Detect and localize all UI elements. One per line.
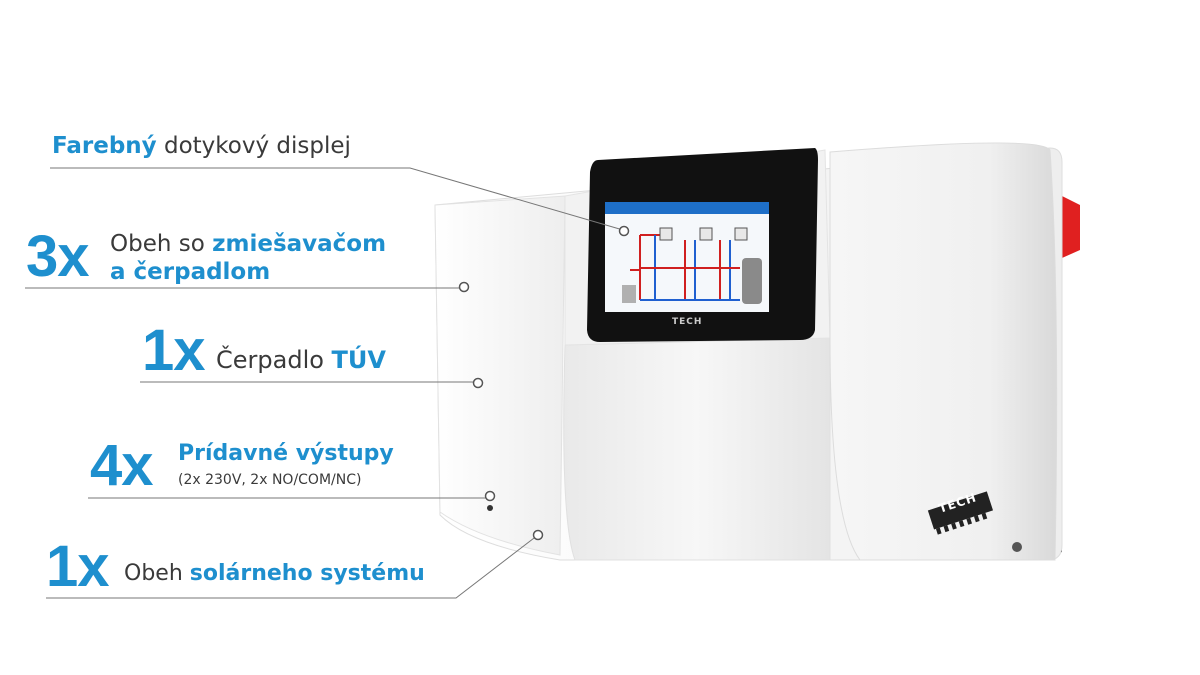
body-logo-plate [927, 491, 994, 535]
callout-solar-count: 1x [46, 534, 110, 599]
screw-right [1012, 542, 1022, 552]
callout-display-rest: dotykový displej [156, 133, 351, 159]
callout-lines [25, 167, 624, 599]
callout-dhw-text: Čerpadlo TÚV [216, 348, 386, 372]
callout-mixing-count: 3x [26, 224, 90, 289]
callout-dhw-plain: Čerpadlo [216, 346, 332, 374]
callout-mixing-bold1: zmiešavačom [212, 231, 387, 257]
screen-header-bar [605, 202, 769, 214]
callout-dhw-bold: TÚV [331, 346, 386, 374]
boiler-graphic [622, 285, 636, 303]
callout-solar-bold: solárneho systému [189, 561, 425, 586]
callout-outputs-count: 4x [90, 433, 154, 498]
tank-graphic [742, 258, 762, 304]
callout-solar-text: Obeh solárneho systému [124, 563, 425, 585]
screen-brand-logo: TECH [672, 317, 703, 327]
callout-solar-plain: Obeh [124, 561, 190, 586]
right-cover [829, 142, 1058, 561]
callout-mixing-bold2: a čerpadlom [110, 259, 271, 285]
screen-schematic [630, 234, 740, 301]
screw-left [487, 505, 493, 511]
callout-mixing-plain: Obeh so [110, 231, 213, 257]
callout-mixing-text: Obeh so zmiešavačom a čerpadlom [110, 230, 386, 286]
middle-panel [563, 337, 831, 561]
callout-dots [458, 225, 630, 541]
callout-outputs-bold: Prídavné výstupy [178, 441, 394, 466]
power-switch[interactable] [1062, 196, 1080, 258]
left-panel [434, 195, 566, 556]
callout-display: Farebný dotykový displej [52, 135, 351, 158]
callout-display-bold: Farebný [52, 133, 157, 159]
callout-outputs-detail: (2x 230V, 2x NO/COM/NC) [178, 472, 362, 488]
callout-dhw-count: 1x [142, 318, 206, 383]
